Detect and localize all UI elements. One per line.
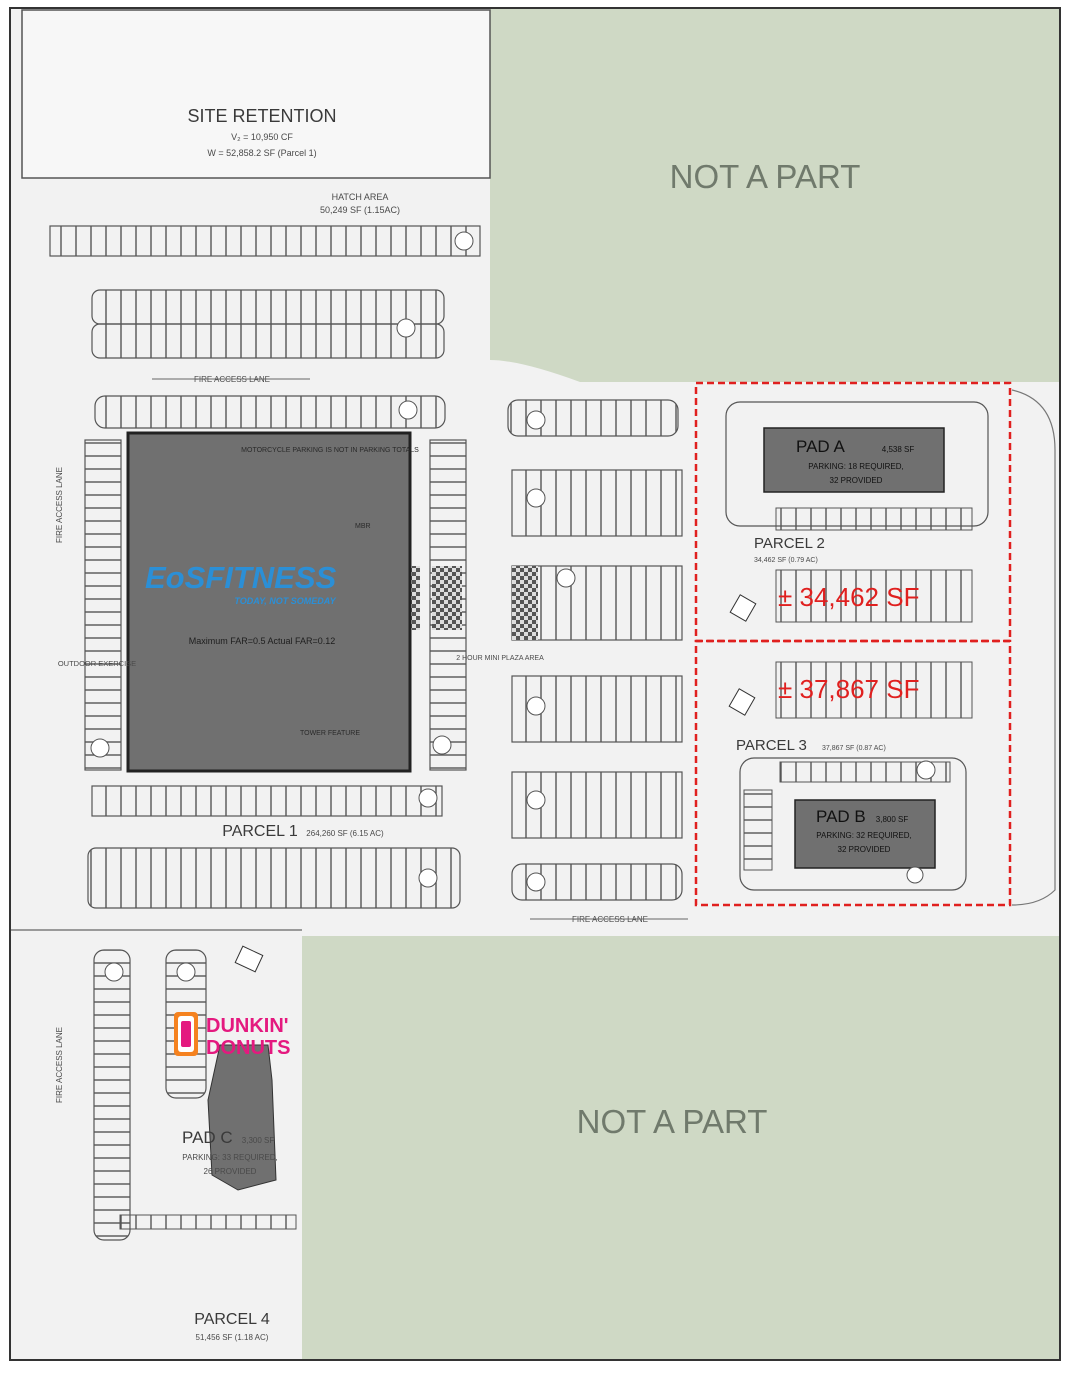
pad-c-size: 3,300 SF [242,1136,275,1145]
parcel-3-area: 37,867 SF (0.87 AC) [822,745,886,752]
pad-b-parking-req: PARKING: 32 REQUIRED, [816,831,911,840]
parcel-3-highlight: ± 37,867 SF [778,674,919,704]
parking-column [743,789,773,871]
pad-b-outline [739,757,967,891]
not-a-part-bottom-area [302,936,1060,1360]
landscape-island [526,790,546,810]
pad-c-parking-prov: 26 PROVIDED [204,1167,257,1176]
parking-row [87,847,461,909]
parcel-1-area: 264,260 SF (6.15 AC) [306,829,384,838]
monument-sign [234,945,264,973]
motorcycle-note: MOTORCYCLE PARKING IS NOT IN PARKING TOT… [241,447,419,454]
parking-block-middle [511,565,683,641]
eos-far-note: Maximum FAR=0.5 Actual FAR=0.12 [189,636,336,646]
hatch-area-value: 50,249 SF (1.15AC) [320,205,400,215]
parcel-2-area: 34,462 SF (0.79 AC) [754,557,818,564]
site-retention-line2: W = 52,858.2 SF (Parcel 1) [207,148,316,158]
not-a-part-top-area [490,8,1060,382]
paver-area [432,566,462,630]
parking-row [91,289,445,325]
parking-column-left [93,949,131,1241]
pad-a-parking-req: PARKING: 18 REQUIRED, [808,462,903,471]
pad-b-parking-prov: 32 PROVIDED [838,845,891,854]
landscape-island [396,318,416,338]
parking-row [775,569,973,623]
landscape-island [418,868,438,888]
parcel-1-title: PARCEL 1 [222,823,298,840]
tower-note: TOWER FEATURE [300,730,360,737]
landscape-island [398,400,418,420]
landscape-island [176,962,196,982]
paver-area [512,566,538,640]
parking-block-middle [507,399,679,437]
outdoor-exercise-note: OUTDOOR EXERCISE [58,659,136,668]
map-frame [9,7,1061,1361]
fire-access-lane-left-lower: FIRE ACCESS LANE [55,1027,64,1103]
road-edge [1011,389,1056,906]
not-a-part-bottom-label: NOT A PART [577,1103,768,1140]
pad-a-parking-prov: 32 PROVIDED [830,476,883,485]
site-retention-area [21,9,491,179]
site-retention-title: SITE RETENTION [187,106,336,126]
landscape-island [526,488,546,508]
parcel-4-title: PARCEL 4 [194,1311,270,1328]
landscape-island [526,410,546,430]
parking-row [779,761,951,783]
dunkin-donuts-logo: DUNKIN' DONUTS [174,1012,290,1059]
fire-access-lane-left: FIRE ACCESS LANE [55,467,64,543]
pad-c-parking-req: PARKING: 33 REQUIRED, [182,1153,277,1162]
pad-b-title: PAD B [816,807,866,826]
landscape-island [104,962,124,982]
parking-column-left [84,439,122,771]
monument-sign [729,594,757,622]
parking-row [91,785,443,817]
parking-row [94,395,446,429]
parking-row [119,1214,297,1230]
parking-row [91,323,445,359]
pad-a-building [763,427,945,493]
not-a-part-top-label: NOT A PART [670,158,861,195]
eos-brand-logo: EoSFITNESS [145,560,337,595]
pad-b-size: 3,800 SF [876,815,909,824]
parking-row [775,507,973,531]
pad-a-title: PAD A [796,437,845,456]
parking-row [775,661,973,719]
parcel-2-title: PARCEL 2 [754,535,825,552]
plaza-note: 2 HOUR MINI PLAZA AREA [456,655,544,662]
parking-block-middle [511,863,683,901]
landscape-island [432,735,452,755]
eos-fitness-building [126,431,412,773]
landscape-island [916,760,936,780]
hatch-area-title: HATCH AREA [332,192,389,202]
dunkin-line2: DONUTS [206,1037,290,1059]
landscape-island [418,788,438,808]
mbr-note: MBR [355,523,371,530]
landscape-island [90,738,110,758]
site-retention-line1: V₂ = 10,950 CF [231,132,293,142]
pad-a-size: 4,538 SF [882,445,915,454]
parcel-3-title: PARCEL 3 [736,737,807,754]
dunkin-line1: DUNKIN' [206,1015,289,1037]
pad-c-building [207,1044,277,1191]
landscape-island [454,231,474,251]
landscape-island [906,866,924,884]
eos-tagline: TODAY, NOT SOMEDAY [234,596,336,606]
parking-row [49,225,481,257]
pad-c-title: PAD C [182,1128,233,1147]
pad-b-building [794,799,936,869]
landscape-island [526,696,546,716]
parcel-4-area: 51,456 SF (1.18 AC) [196,1333,269,1342]
landscape-island [526,872,546,892]
parcel-2-highlight: ± 34,462 SF [778,582,919,612]
monument-sign [728,688,756,716]
parcel-3-boundary [694,639,1012,907]
landscape-island [556,568,576,588]
